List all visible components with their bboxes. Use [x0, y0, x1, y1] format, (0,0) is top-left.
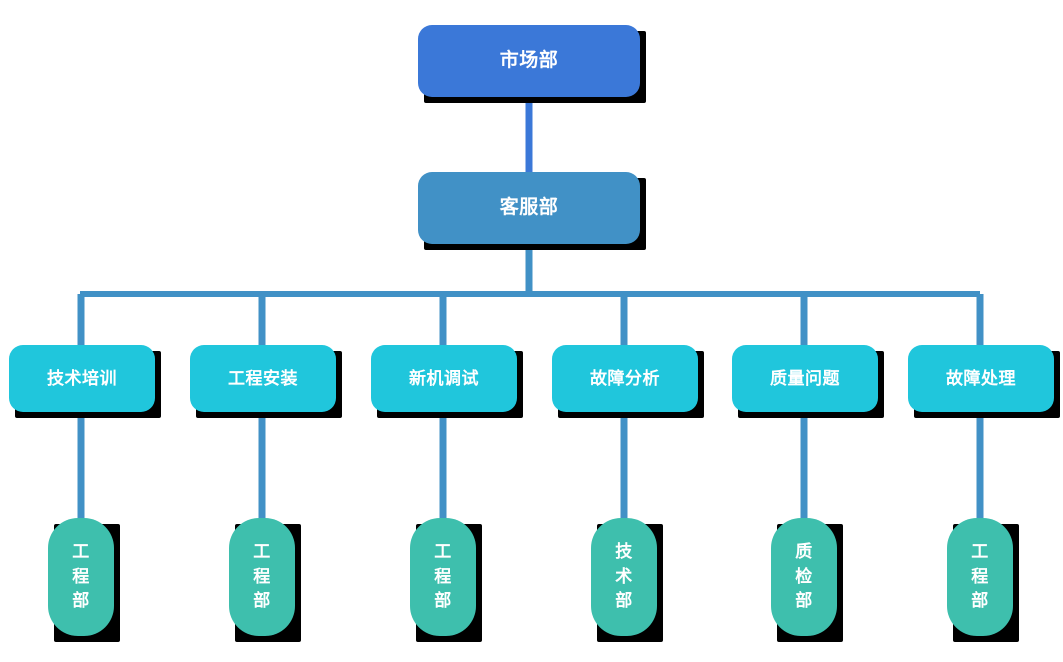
- node-branch-label: 故障处理: [946, 368, 1016, 388]
- node-leaf[interactable]: 质 检 部: [771, 518, 843, 642]
- node-leaf-label: 工 程 部: [971, 542, 989, 611]
- node-branch[interactable]: 新机调试: [371, 345, 523, 418]
- node-branch[interactable]: 技术培训: [9, 345, 161, 418]
- node-root[interactable]: 市场部: [418, 25, 646, 103]
- node-branch-label: 故障分析: [590, 368, 660, 388]
- node-leaf-label: 工 程 部: [253, 542, 271, 611]
- node-second-fill: [418, 172, 640, 244]
- node-leaf[interactable]: 工 程 部: [48, 518, 120, 642]
- node-branch[interactable]: 故障分析: [552, 345, 704, 418]
- node-second[interactable]: 客服部: [418, 172, 646, 250]
- node-branch-fill: [9, 345, 155, 412]
- node-leaf-fill: [410, 518, 476, 636]
- node-root-fill: [418, 25, 640, 97]
- node-branch-label: 质量问题: [770, 368, 840, 388]
- node-branch-fill: [732, 345, 878, 412]
- node-leaf[interactable]: 工 程 部: [947, 518, 1019, 642]
- node-branch[interactable]: 故障处理: [908, 345, 1060, 418]
- node-branch-fill: [908, 345, 1054, 412]
- node-leaf-fill: [591, 518, 657, 636]
- node-branch-fill: [552, 345, 698, 412]
- node-branch-fill: [371, 345, 517, 412]
- node-leaf-label: 工 程 部: [434, 542, 452, 611]
- node-branch[interactable]: 质量问题: [732, 345, 884, 418]
- node-leaf-fill: [48, 518, 114, 636]
- node-root-label: 市场部: [499, 50, 559, 72]
- node-branch-fill: [190, 345, 336, 412]
- node-leaf-fill: [229, 518, 295, 636]
- node-leaf-label: 技 术 部: [615, 542, 633, 611]
- node-leaf-fill: [947, 518, 1013, 636]
- node-branch-label: 新机调试: [409, 368, 479, 388]
- node-leaf[interactable]: 工 程 部: [410, 518, 482, 642]
- node-leaf-label: 质 检 部: [795, 542, 813, 611]
- node-branch-label: 工程安装: [228, 368, 298, 388]
- node-leaf-label: 工 程 部: [72, 542, 90, 611]
- node-leaf[interactable]: 工 程 部: [229, 518, 301, 642]
- node-branch[interactable]: 工程安装: [190, 345, 342, 418]
- node-leaf[interactable]: 技 术 部: [591, 518, 663, 642]
- node-leaf-fill: [771, 518, 837, 636]
- node-second-label: 客服部: [499, 197, 559, 219]
- node-branch-label: 技术培训: [47, 368, 117, 388]
